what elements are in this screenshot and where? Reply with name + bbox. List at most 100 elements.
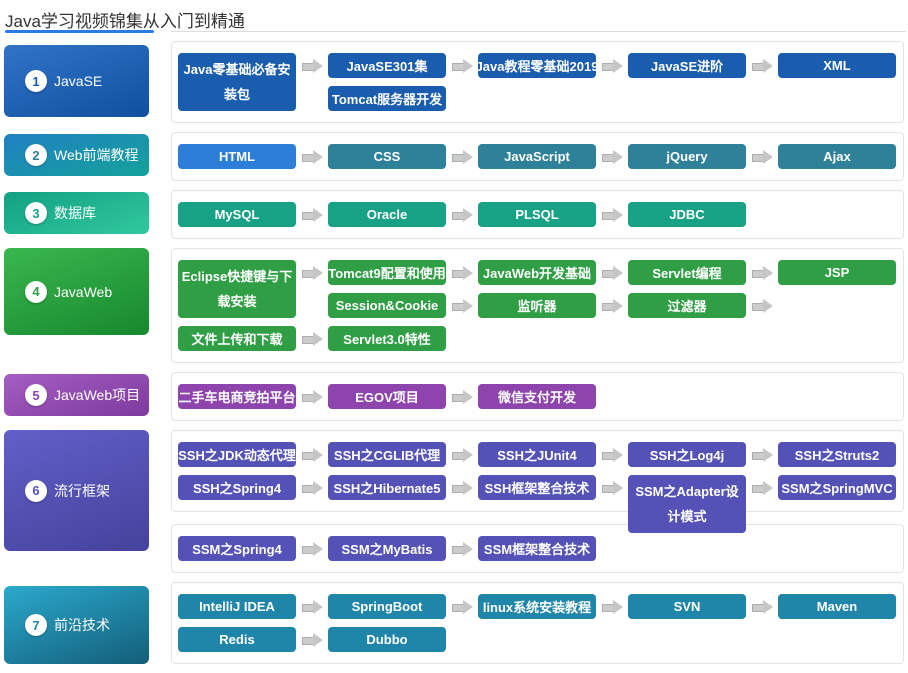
course-button[interactable]: JavaSE301集: [328, 53, 446, 78]
course-button[interactable]: SSH之CGLIB代理: [328, 442, 446, 467]
section-number-badge: 6: [25, 479, 47, 502]
flow-arrow: [596, 144, 628, 169]
course-button[interactable]: SVN: [628, 594, 746, 619]
course-button[interactable]: 监听器: [478, 293, 596, 318]
flow-arrow: [596, 202, 628, 227]
course-button[interactable]: Oracle: [328, 202, 446, 227]
course-chain-box: SSM之Spring4 SSM之MyBatis SSM框架整合技术: [171, 524, 904, 573]
section-label[interactable]: 5 JavaWeb项目: [4, 374, 149, 416]
section-frameworks: 6 流行框架 SSH之JDK动态代理 SSH之CGLIB代理 SSH之JUnit…: [4, 430, 908, 573]
flow-arrow: [446, 442, 478, 467]
course-button[interactable]: JDBC: [628, 202, 746, 227]
section-javaweb: 4 JavaWeb Eclipse快捷键与下载安装 Tomcat9配置和使用 J…: [4, 248, 908, 363]
section-name: 数据库: [54, 205, 96, 221]
course-button[interactable]: IntelliJ IDEA: [178, 594, 296, 619]
course-chain-box: Java零基础必备安装包 JavaSE301集 Java教程零基础2019 Ja…: [171, 41, 904, 123]
course-button[interactable]: Servlet3.0特性: [328, 326, 446, 351]
section-label[interactable]: 1 JavaSE: [4, 45, 149, 117]
course-button[interactable]: Dubbo: [328, 627, 446, 652]
page-title: Java学习视频锦集从入门到精通: [5, 12, 245, 31]
flow-arrow: [446, 594, 478, 619]
section-label[interactable]: 4 JavaWeb: [4, 248, 149, 335]
section-number-badge: 3: [25, 202, 47, 224]
flow-arrow: [446, 536, 478, 561]
section-label[interactable]: 2 Web前端教程: [4, 134, 149, 176]
flow-arrow: [746, 293, 778, 318]
flow-arrow: [296, 53, 328, 78]
course-button[interactable]: JSP: [778, 260, 896, 285]
section-number-badge: 5: [25, 384, 47, 406]
course-button[interactable]: SSH之Hibernate5: [328, 475, 446, 500]
flow-arrow: [596, 475, 628, 500]
section-label[interactable]: 6 流行框架: [4, 430, 149, 551]
flow-arrow: [296, 627, 328, 652]
course-button[interactable]: JavaSE进阶: [628, 53, 746, 78]
course-button[interactable]: JavaWeb开发基础: [478, 260, 596, 285]
title-divider: [4, 30, 908, 35]
flow-arrow: [296, 594, 328, 619]
course-button[interactable]: SSH之Struts2: [778, 442, 896, 467]
flow-arrow: [596, 442, 628, 467]
flow-arrow: [746, 144, 778, 169]
course-button[interactable]: EGOV项目: [328, 384, 446, 409]
section-name: Web前端教程: [54, 147, 139, 163]
course-button[interactable]: SSM之Adapter设计模式: [628, 475, 746, 533]
flow-arrow: [446, 144, 478, 169]
flow-arrow: [296, 536, 328, 561]
course-button[interactable]: 过滤器: [628, 293, 746, 318]
course-button[interactable]: SSH框架整合技术: [478, 475, 596, 500]
course-chain-box: Eclipse快捷键与下载安装 Tomcat9配置和使用 JavaWeb开发基础…: [171, 248, 904, 363]
flow-arrow: [446, 293, 478, 318]
course-button[interactable]: SSM框架整合技术: [478, 536, 596, 561]
flow-arrow: [296, 260, 328, 285]
course-button[interactable]: Eclipse快捷键与下载安装: [178, 260, 296, 318]
section-web-frontend: 2 Web前端教程 HTML CSS JavaScript jQuery Aja…: [4, 132, 908, 181]
course-button[interactable]: jQuery: [628, 144, 746, 169]
course-button[interactable]: CSS: [328, 144, 446, 169]
course-button[interactable]: Session&Cookie: [328, 293, 446, 318]
course-button[interactable]: SSH之JUnit4: [478, 442, 596, 467]
section-label[interactable]: 3 数据库: [4, 192, 149, 234]
section-number-badge: 1: [25, 70, 47, 92]
course-button[interactable]: 微信支付开发: [478, 384, 596, 409]
course-button[interactable]: Java教程零基础2019: [478, 53, 596, 78]
course-button[interactable]: SSM之SpringMVC: [778, 475, 896, 500]
course-button[interactable]: linux系统安装教程: [478, 594, 596, 619]
course-button[interactable]: Maven: [778, 594, 896, 619]
course-button[interactable]: JavaScript: [478, 144, 596, 169]
section-frontier-tech: 7 前沿技术 IntelliJ IDEA SpringBoot linux系统安…: [4, 582, 908, 664]
course-button[interactable]: SSH之Spring4: [178, 475, 296, 500]
course-button[interactable]: Tomcat9配置和使用: [328, 260, 446, 285]
course-button[interactable]: SSH之Log4j: [628, 442, 746, 467]
course-button[interactable]: Servlet编程: [628, 260, 746, 285]
course-button[interactable]: SSM之Spring4: [178, 536, 296, 561]
course-button[interactable]: MySQL: [178, 202, 296, 227]
course-button[interactable]: 文件上传和下载: [178, 326, 296, 351]
course-button[interactable]: Ajax: [778, 144, 896, 169]
flow-arrow: [746, 475, 778, 500]
course-button[interactable]: HTML: [178, 144, 296, 169]
flow-arrow: [596, 53, 628, 78]
course-button[interactable]: SSM之MyBatis: [328, 536, 446, 561]
course-button[interactable]: XML: [778, 53, 896, 78]
flow-arrow: [746, 53, 778, 78]
flow-arrow: [446, 202, 478, 227]
flow-arrow: [596, 260, 628, 285]
flow-arrow: [596, 293, 628, 318]
section-name: JavaSE: [54, 73, 103, 89]
section-label[interactable]: 7 前沿技术: [4, 586, 149, 664]
flow-arrow: [746, 260, 778, 285]
section-database: 3 数据库 MySQL Oracle PLSQL JDBC: [4, 190, 908, 239]
course-button[interactable]: SSH之JDK动态代理: [178, 442, 296, 467]
flow-arrow: [296, 442, 328, 467]
flow-arrow: [446, 475, 478, 500]
flow-arrow: [296, 326, 328, 351]
course-button[interactable]: Redis: [178, 627, 296, 652]
course-button[interactable]: SpringBoot: [328, 594, 446, 619]
course-button[interactable]: Tomcat服务器开发: [328, 86, 446, 111]
course-button[interactable]: PLSQL: [478, 202, 596, 227]
course-chain-box: 二手车电商竞拍平台 EGOV项目 微信支付开发: [171, 372, 904, 421]
course-button[interactable]: Java零基础必备安装包: [178, 53, 296, 111]
flow-arrow: [296, 475, 328, 500]
course-button[interactable]: 二手车电商竞拍平台: [178, 384, 296, 409]
